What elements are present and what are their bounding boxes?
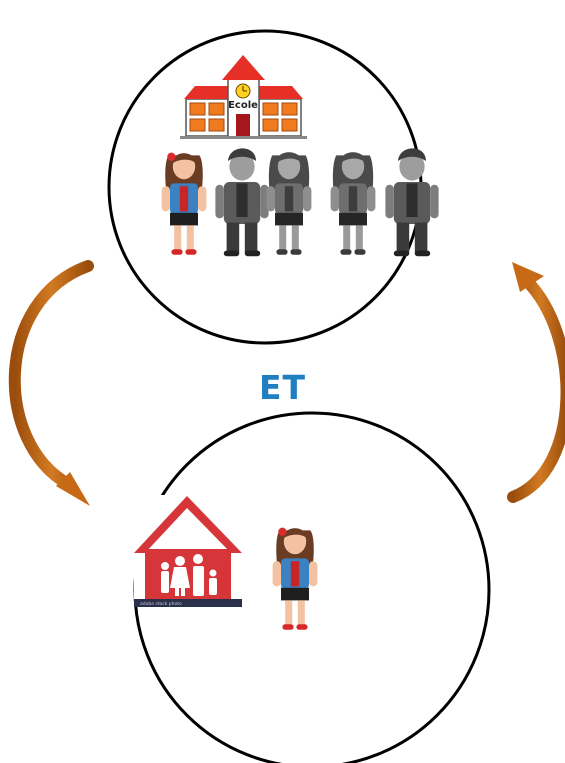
school-building-icon: Ecole	[180, 55, 307, 139]
connector-label: ET	[258, 368, 307, 407]
school-sign: Ecole	[228, 100, 258, 111]
stock-caption: adobe stock photo	[140, 601, 182, 607]
right-curved-arrow	[507, 262, 565, 503]
family-house-icon: adobe stock photo	[134, 495, 242, 607]
left-curved-arrow	[8, 260, 94, 506]
